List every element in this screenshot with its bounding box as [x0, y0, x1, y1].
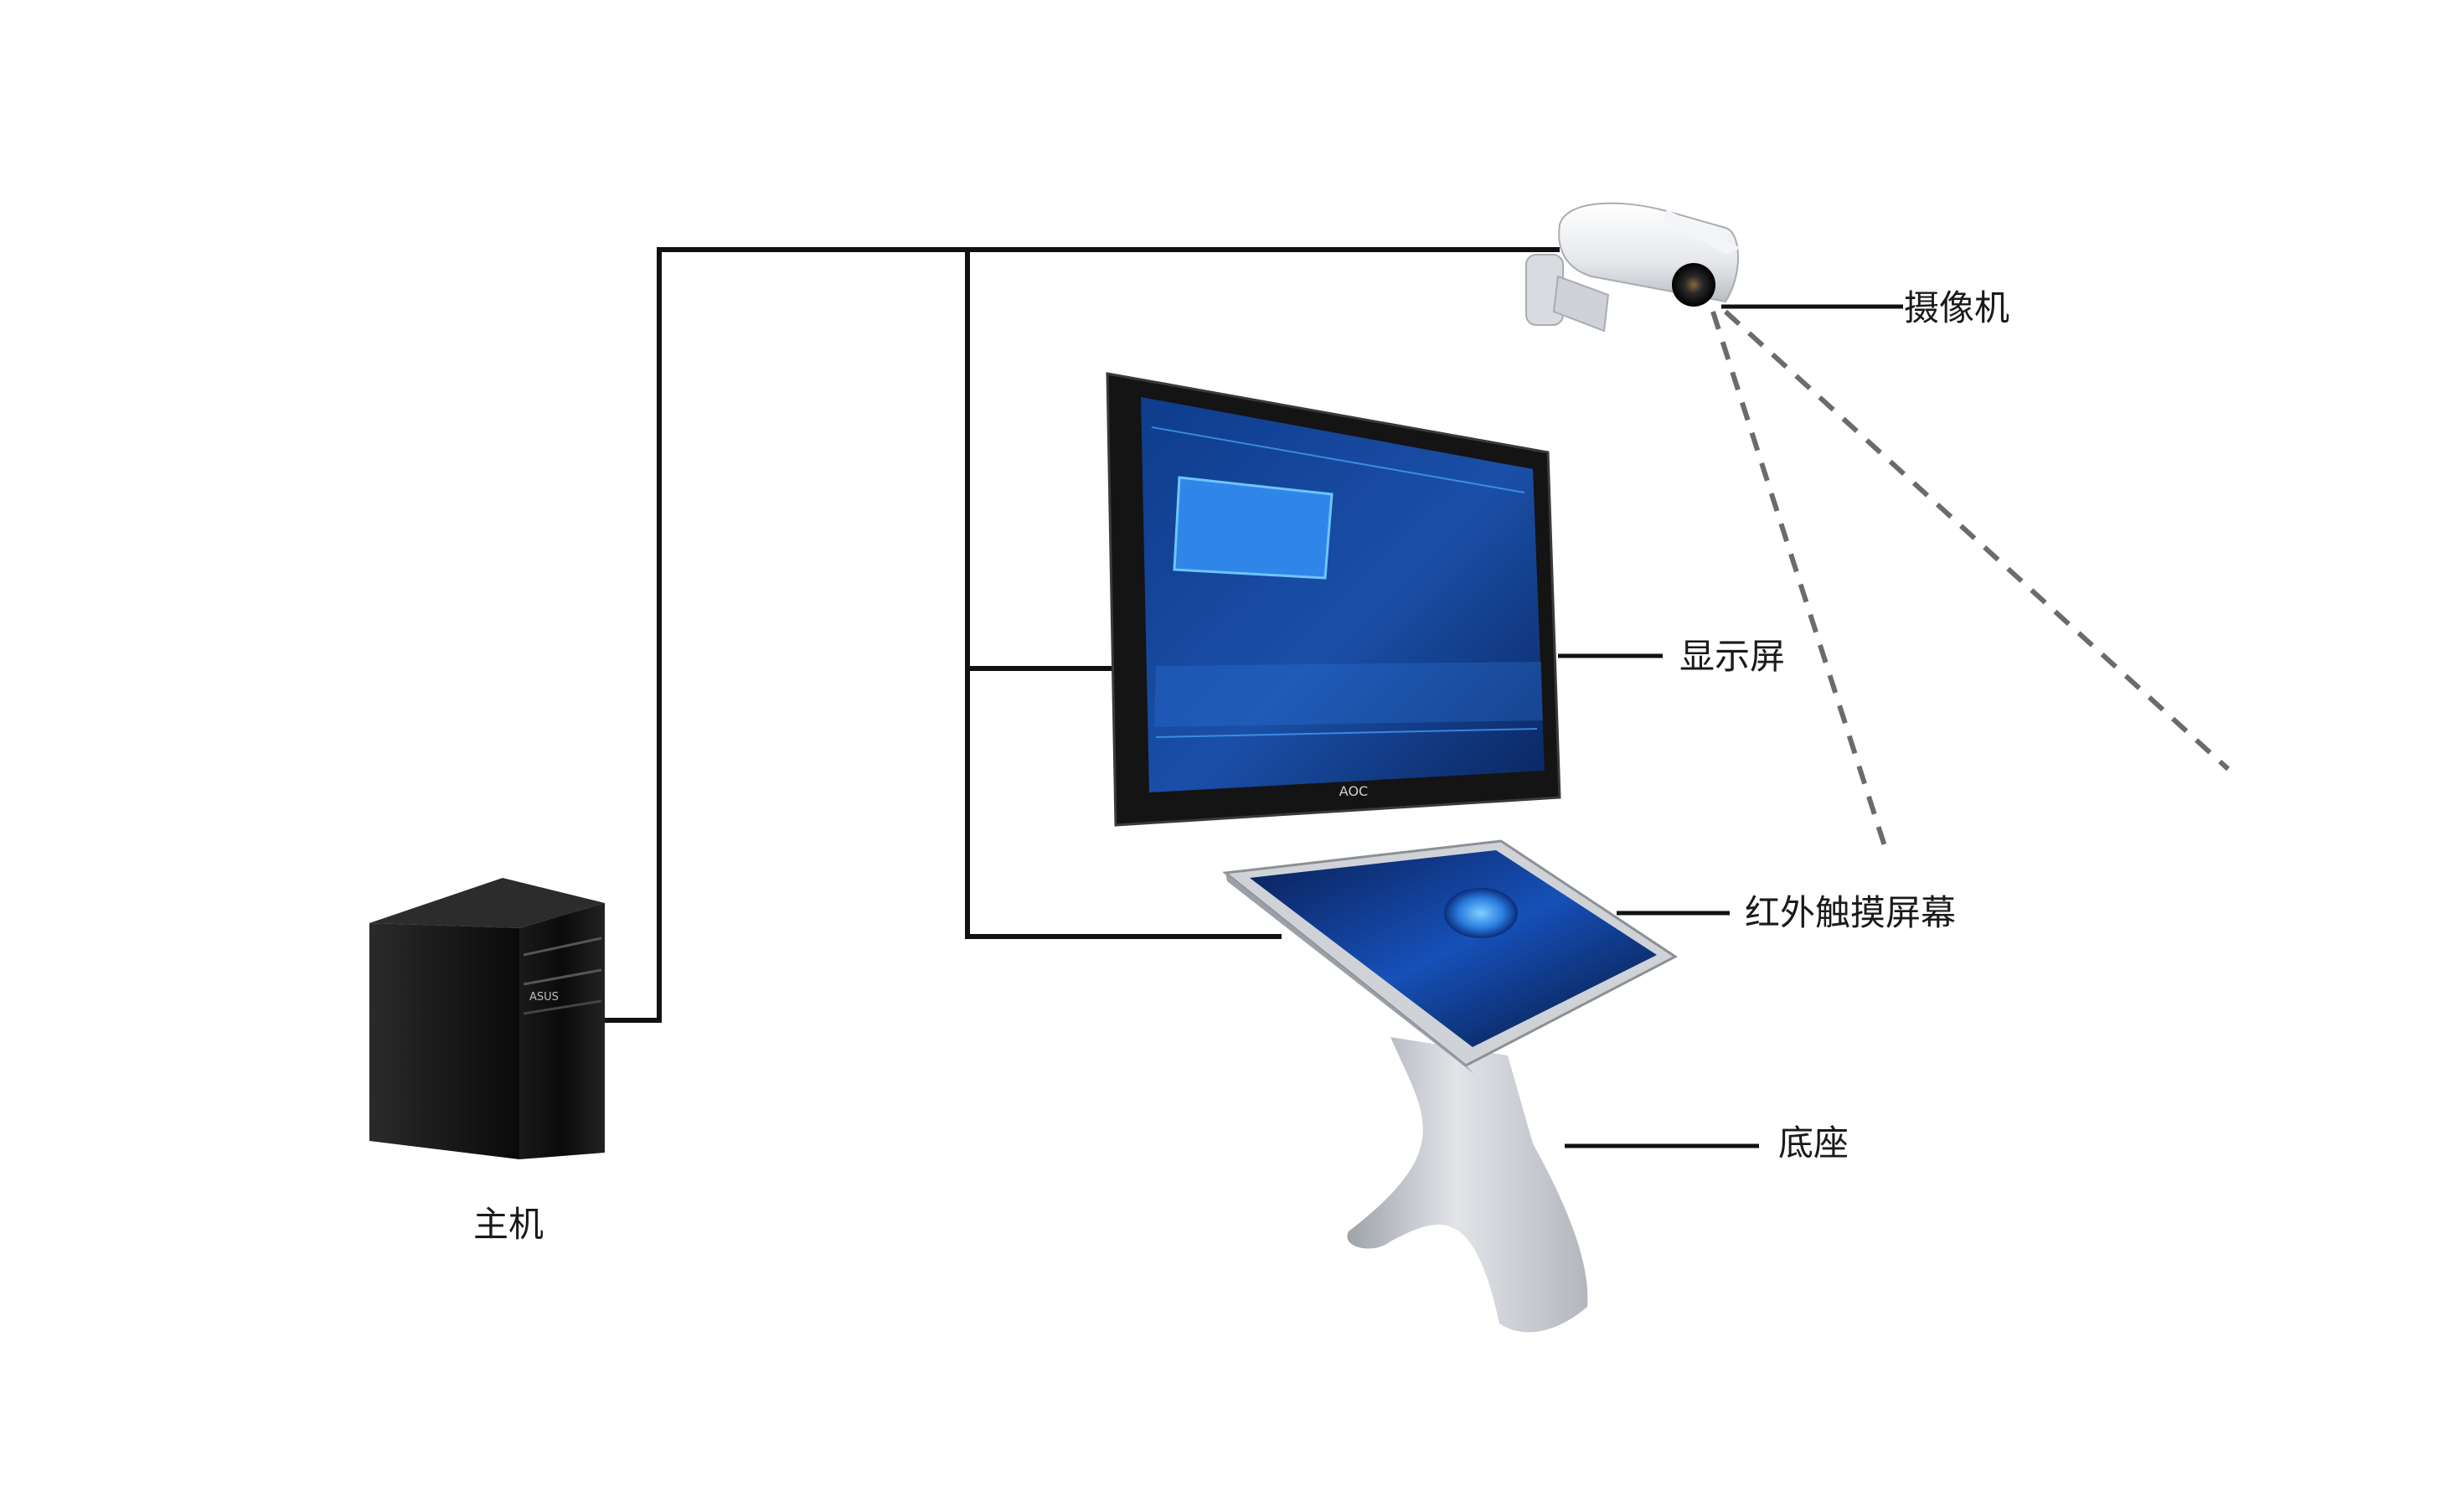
tower-brand: ASUS — [529, 991, 559, 1004]
connection-lines — [605, 247, 1560, 1023]
touch-globe — [1444, 888, 1518, 938]
camera-label: 摄像机 — [1904, 287, 2010, 328]
security-camera-icon — [1525, 202, 1741, 333]
tower-bay-3 — [523, 999, 602, 1015]
touch-screen — [1250, 850, 1657, 1047]
monitor-icon: AOC — [1106, 372, 1561, 827]
pc-tower-icon: ASUS — [369, 878, 605, 1159]
camera-view-lines — [1710, 309, 2231, 847]
touch-screen-label: 红外触摸屏幕 — [1745, 892, 1957, 933]
base-label: 底座 — [1778, 1122, 1849, 1164]
touch-kiosk-icon — [1222, 839, 1678, 1333]
camera-view-line-right — [1723, 309, 2231, 771]
leader-lines — [1558, 304, 1903, 1148]
touch-frame-edge — [1225, 873, 1474, 1074]
tower-top — [369, 878, 605, 928]
camera-arm — [1552, 275, 1610, 333]
monitor-hud-line-2 — [1155, 728, 1538, 738]
bus-to-touch-line — [965, 250, 1282, 939]
monitor-brand: AOC — [1339, 783, 1368, 799]
camera-view-line-left — [1710, 311, 1887, 847]
monitor-grid-floor — [1154, 662, 1543, 727]
display-label: 显示屏 — [1679, 636, 1786, 677]
tower-bay-2 — [523, 968, 602, 986]
host-to-camera-line — [605, 247, 1560, 1023]
camera-hood — [1663, 209, 1741, 255]
tower-front — [519, 903, 605, 1159]
host-label: 主机 — [473, 1204, 544, 1245]
monitor-window — [1173, 476, 1333, 580]
tower-side — [369, 923, 519, 1159]
tower-bay-1 — [523, 937, 602, 957]
kiosk-base — [1347, 1037, 1588, 1333]
monitor-hud-line-1 — [1151, 426, 1525, 493]
camera-lens — [1672, 263, 1715, 307]
